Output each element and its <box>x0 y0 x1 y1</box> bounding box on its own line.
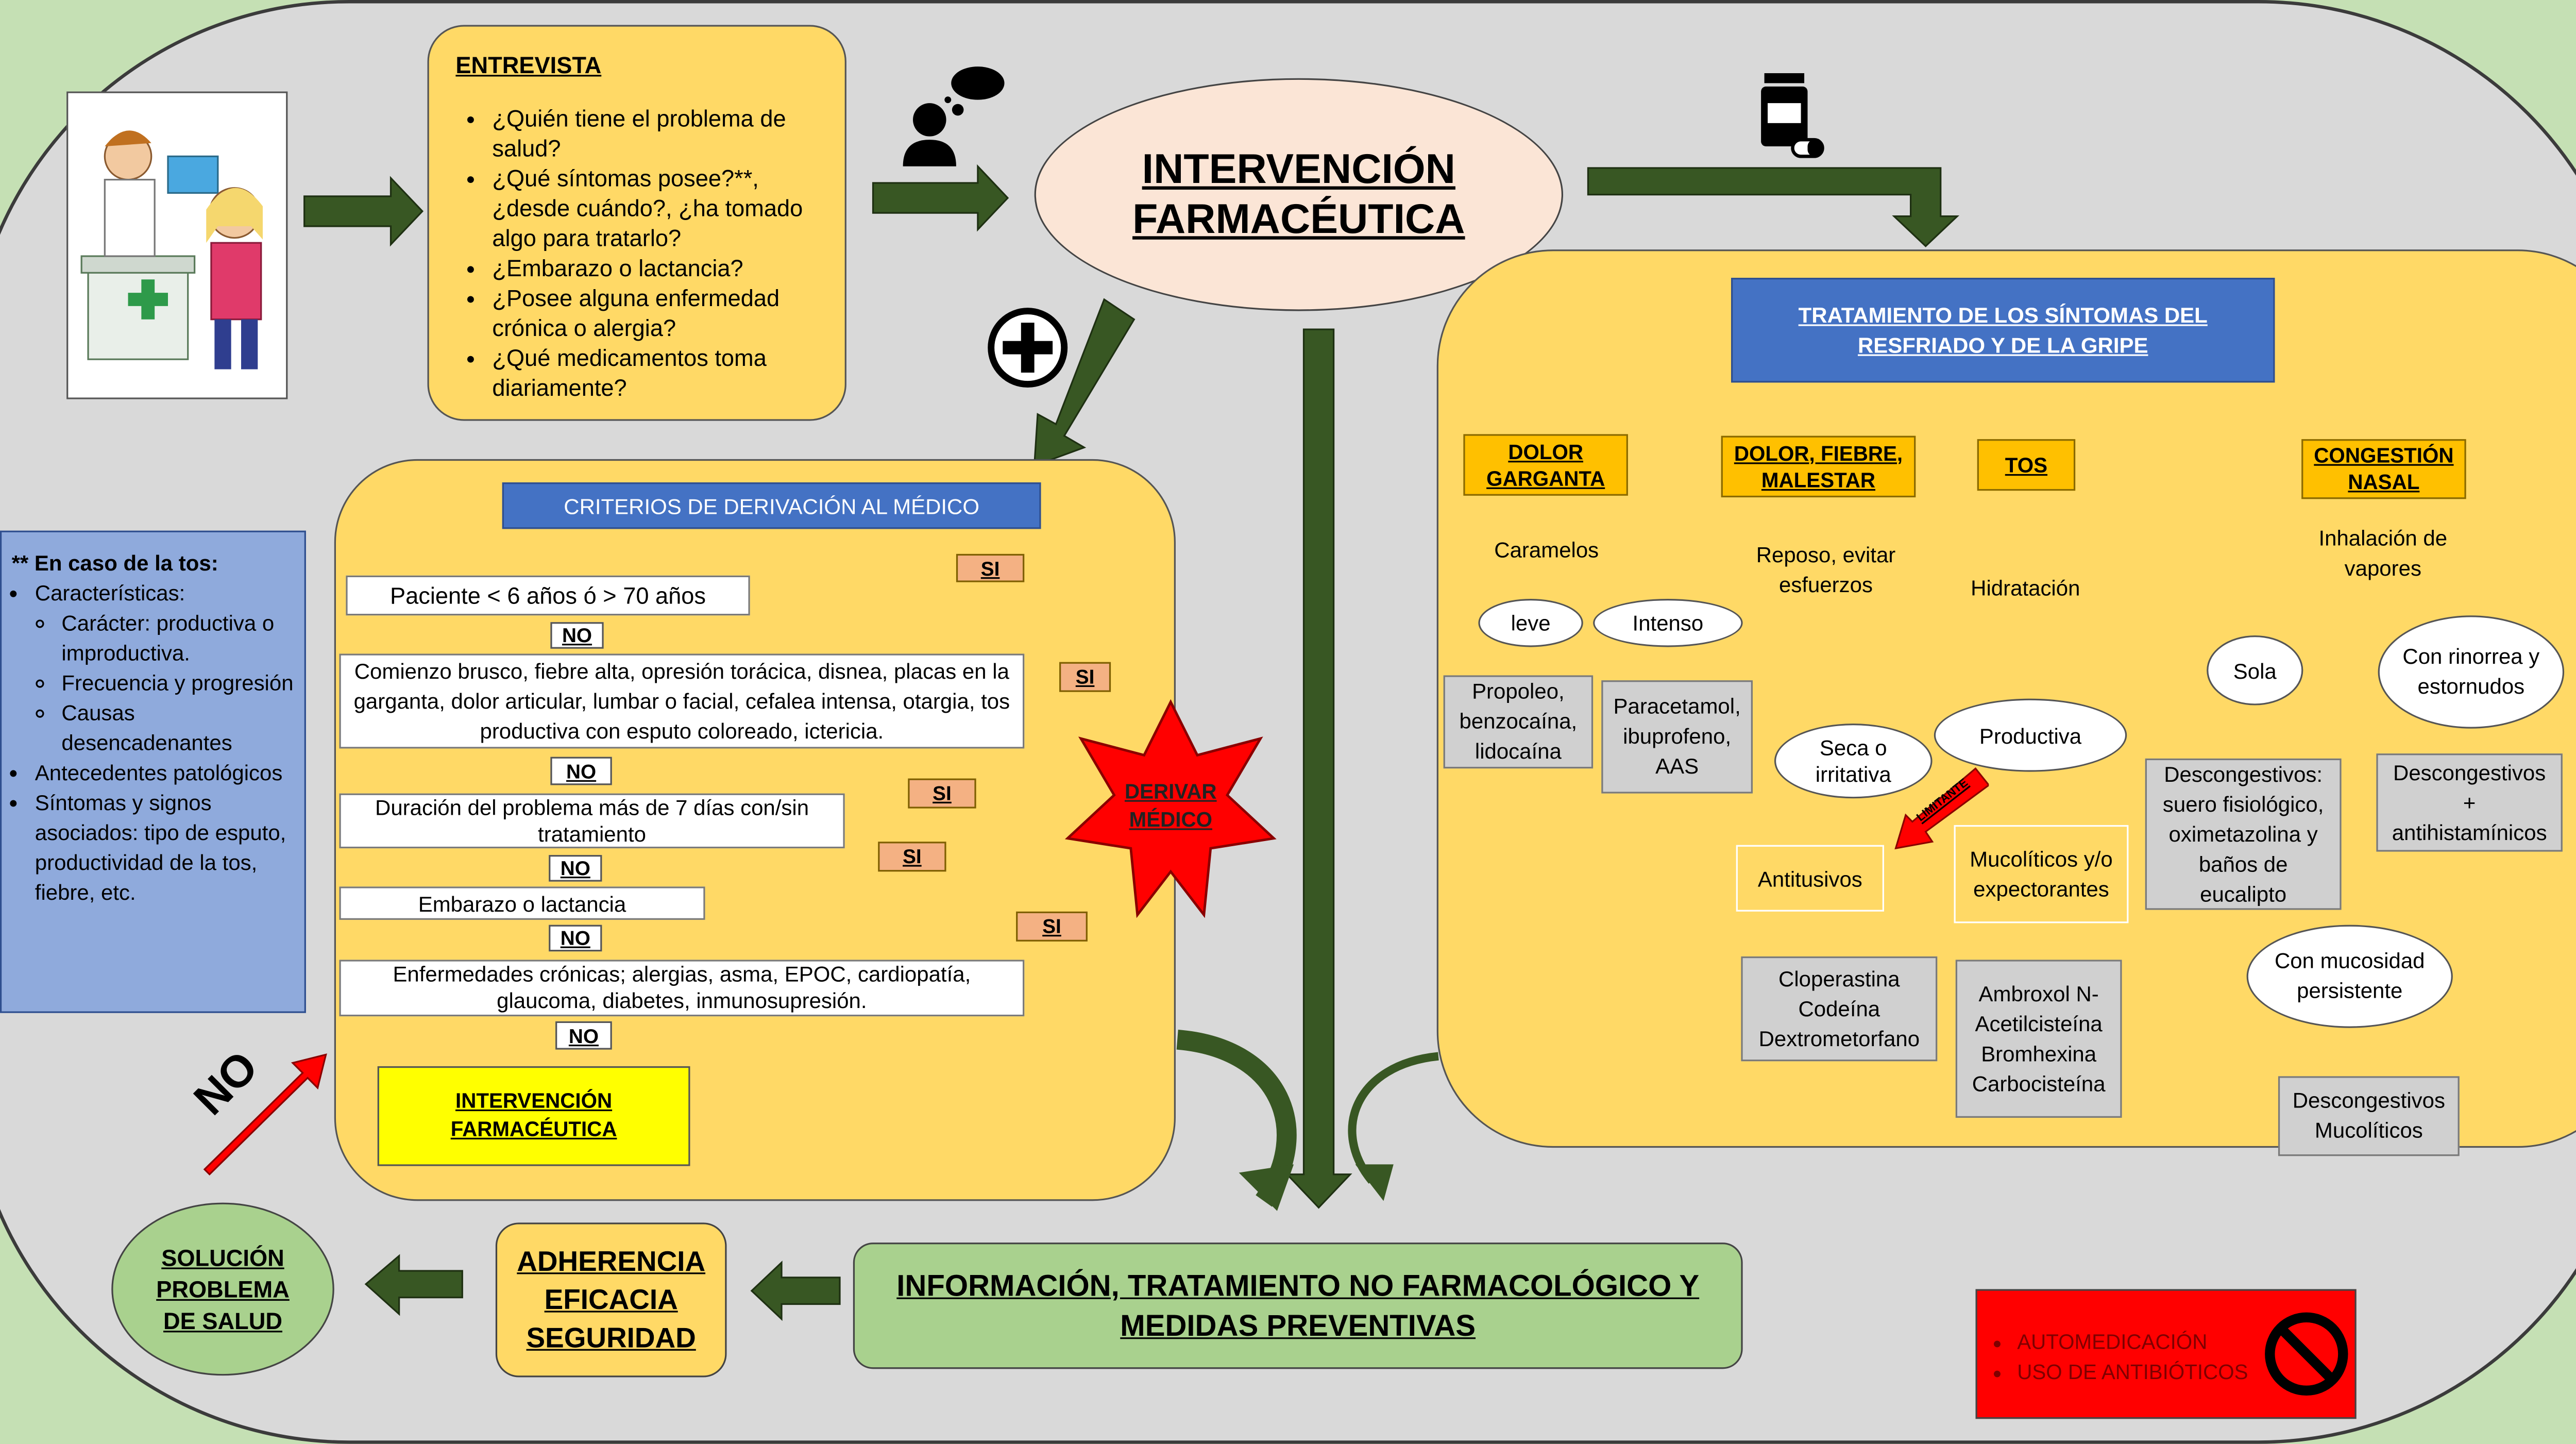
throat-header: DOLOR GARGANTA <box>1463 434 1628 496</box>
center-title: INTERVENCIÓN FARMACÉUTICA <box>1132 146 1465 243</box>
cough-mucolytic: Mucolíticos y/o expectorantes <box>1954 825 2129 924</box>
person-thinking-icon <box>903 66 1005 166</box>
cough-history: Antecedentes patológicos <box>35 759 298 788</box>
question-4: ¿Posee alguna enfermedad crónica o alerg… <box>492 283 828 343</box>
center-title-oval: INTERVENCIÓN FARMACÉUTICA <box>1034 78 1564 311</box>
info-text: INFORMACIÓN, TRATAMIENTO NO FARMACOLÓGIC… <box>896 1269 1700 1342</box>
referral-outcome: INTERVENCIÓN FARMACÉUTICA <box>377 1066 690 1166</box>
criterion-symptoms: Comienzo brusco, fiebre alta, opresión t… <box>339 653 1025 749</box>
adherence-3: SEGURIDAD <box>526 1322 696 1354</box>
arrow-info-to-adherence <box>750 1261 841 1321</box>
plus-circle-icon <box>988 308 1068 388</box>
cough-mucolytic-drugs: Ambroxol N-Acetilcisteína Bromhexina Car… <box>1955 960 2122 1118</box>
criterion-duration: Duración del problema más de 7 días con/… <box>339 793 845 849</box>
pain-header: DOLOR, FIEBRE, MALESTAR <box>1721 435 1916 498</box>
info-box: INFORMACIÓN, TRATAMIENTO NO FARMACOLÓGIC… <box>853 1242 1743 1369</box>
derive-label: DERIVAR MÉDICO <box>1124 780 1217 832</box>
criterion-pregnancy: Embarazo o lactancia <box>339 886 705 920</box>
referral-title: CRITERIOS DE DERIVACIÓN AL MÉDICO <box>502 482 1041 529</box>
warning-2: USO DE ANTIBIÓTICOS <box>2017 1357 2248 1387</box>
warning-box: AUTOMEDICACIÓN USO DE ANTIBIÓTICOS <box>1975 1289 2357 1419</box>
arrow-interview-to-center <box>872 164 1009 232</box>
congestion-rhinorrhea: Con rinorrea y estornudos <box>2378 615 2565 729</box>
treatment-title: TRATAMIENTO DE LOS SÍNTOMAS DEL RESFRIAD… <box>1731 278 2275 383</box>
cough-signs: Síntomas y signos asociados: tipo de esp… <box>35 788 298 908</box>
cough-antitussive-drugs: Cloperastina Codeína Dextrometorfano <box>1741 956 1938 1062</box>
cough-frequency: Frecuencia y progresión <box>61 669 297 699</box>
question-1: ¿Quién tiene el problema de salud? <box>492 103 828 163</box>
criterion-age: Paciente < 6 años ó > 70 años <box>346 575 750 616</box>
adherence-2: EFICACIA <box>544 1284 678 1316</box>
solution-oval: SOLUCIÓN PROBLEMA DE SALUD <box>111 1202 334 1376</box>
congestion-mucus: Con mucosidad persistente <box>2246 925 2453 1028</box>
cough-step: Hidratación <box>1971 575 2080 600</box>
interview-box: ENTREVISTA ¿Quién tiene el problema de s… <box>427 25 846 421</box>
cough-note: ** En caso de la tos: Características: C… <box>0 530 306 1013</box>
adherence-1: ADHERENCIA <box>517 1246 706 1278</box>
limit-arrow: LIMITANTE <box>1889 765 1990 852</box>
si-label-5: SI <box>1016 911 1088 942</box>
arrow-image-to-interview <box>303 176 424 247</box>
arrow-adherence-to-solution <box>364 1254 463 1316</box>
congestion-rhino-drugs: Descongestivos + antihistamínicos <box>2376 753 2563 852</box>
question-2: ¿Qué síntomas posee?**, ¿desde cuándo?, … <box>492 163 828 253</box>
cough-character: Carácter: productiva o improductiva. <box>61 609 297 668</box>
interview-title: ENTREVISTA <box>455 52 602 78</box>
throat-mild: leve <box>1478 598 1583 647</box>
congestion-header: CONGESTIÓN NASAL <box>2301 439 2466 499</box>
si-label-2: SI <box>1059 662 1111 692</box>
throat-intense-drugs: Paracetamol, ibuprofeno, AAS <box>1601 680 1753 794</box>
curved-arrow-right <box>1348 1052 1439 1184</box>
congestion-step: Inhalación de vapores <box>2318 525 2448 581</box>
si-label-3: SI <box>908 778 976 809</box>
cough-productive: Productiva <box>1934 698 2127 772</box>
cough-causes: Causas desencadenantes <box>61 699 297 759</box>
warning-1: AUTOMEDICACIÓN <box>2017 1328 2248 1357</box>
criterion-chronic: Enfermedades crónicas; alergias, asma, E… <box>339 960 1025 1017</box>
arrow-center-to-treatment <box>1587 167 1960 247</box>
cough-dry: Seca o irritativa <box>1774 724 1933 799</box>
no-label-2: NO <box>550 757 612 785</box>
si-label-1: SI <box>956 553 1025 582</box>
derive-star: DERIVAR MÉDICO <box>1064 699 1277 918</box>
cough-note-title: ** En caso de la tos: <box>11 550 218 576</box>
cough-header: TOS <box>1977 439 2076 491</box>
solution-text: SOLUCIÓN PROBLEMA DE SALUD <box>156 1243 290 1334</box>
congestion-mucus-drugs: Descongestivos Mucolíticos <box>2278 1076 2460 1156</box>
question-5: ¿Qué medicamentos toma diariamente? <box>492 343 828 402</box>
no-sign-icon <box>2265 1312 2348 1396</box>
throat-intense: Intenso <box>1593 598 1743 647</box>
curved-arrow-left-head <box>1239 1164 1294 1211</box>
question-3: ¿Embarazo o lactancia? <box>492 253 828 283</box>
interview-questions: ¿Quién tiene el problema de salud? ¿Qué … <box>455 103 828 402</box>
no-label-3: NO <box>549 855 602 882</box>
arrow-center-to-info <box>1285 328 1352 1209</box>
pain-step: Reposo, evitar esfuerzos <box>1756 542 1896 597</box>
throat-step: Caramelos <box>1494 536 1599 562</box>
no-label-4: NO <box>549 925 602 952</box>
congestion-alone: Sola <box>2207 635 2303 706</box>
no-label-5: NO <box>555 1021 612 1050</box>
si-label-4: SI <box>878 842 946 872</box>
cough-characteristics: Características: Carácter: productiva o … <box>35 579 298 759</box>
red-up-arrow <box>203 1053 327 1176</box>
cough-antitussive: Antitusivos <box>1736 845 1884 912</box>
no-label-1: NO <box>550 622 604 649</box>
adherence-box: ADHERENCIA EFICACIA SEGURIDAD <box>495 1222 727 1378</box>
arrow-center-to-referral <box>1033 298 1136 467</box>
curved-arrow-right-head <box>1355 1164 1394 1201</box>
pill-bottle-icon <box>1761 73 1824 158</box>
throat-mild-drugs: Propoleo, benzocaína, lidocaína <box>1443 675 1594 769</box>
congestion-alone-drugs: Descongestivos: suero fisiológico, oxime… <box>2145 758 2342 910</box>
pharmacy-illustration <box>66 91 288 399</box>
